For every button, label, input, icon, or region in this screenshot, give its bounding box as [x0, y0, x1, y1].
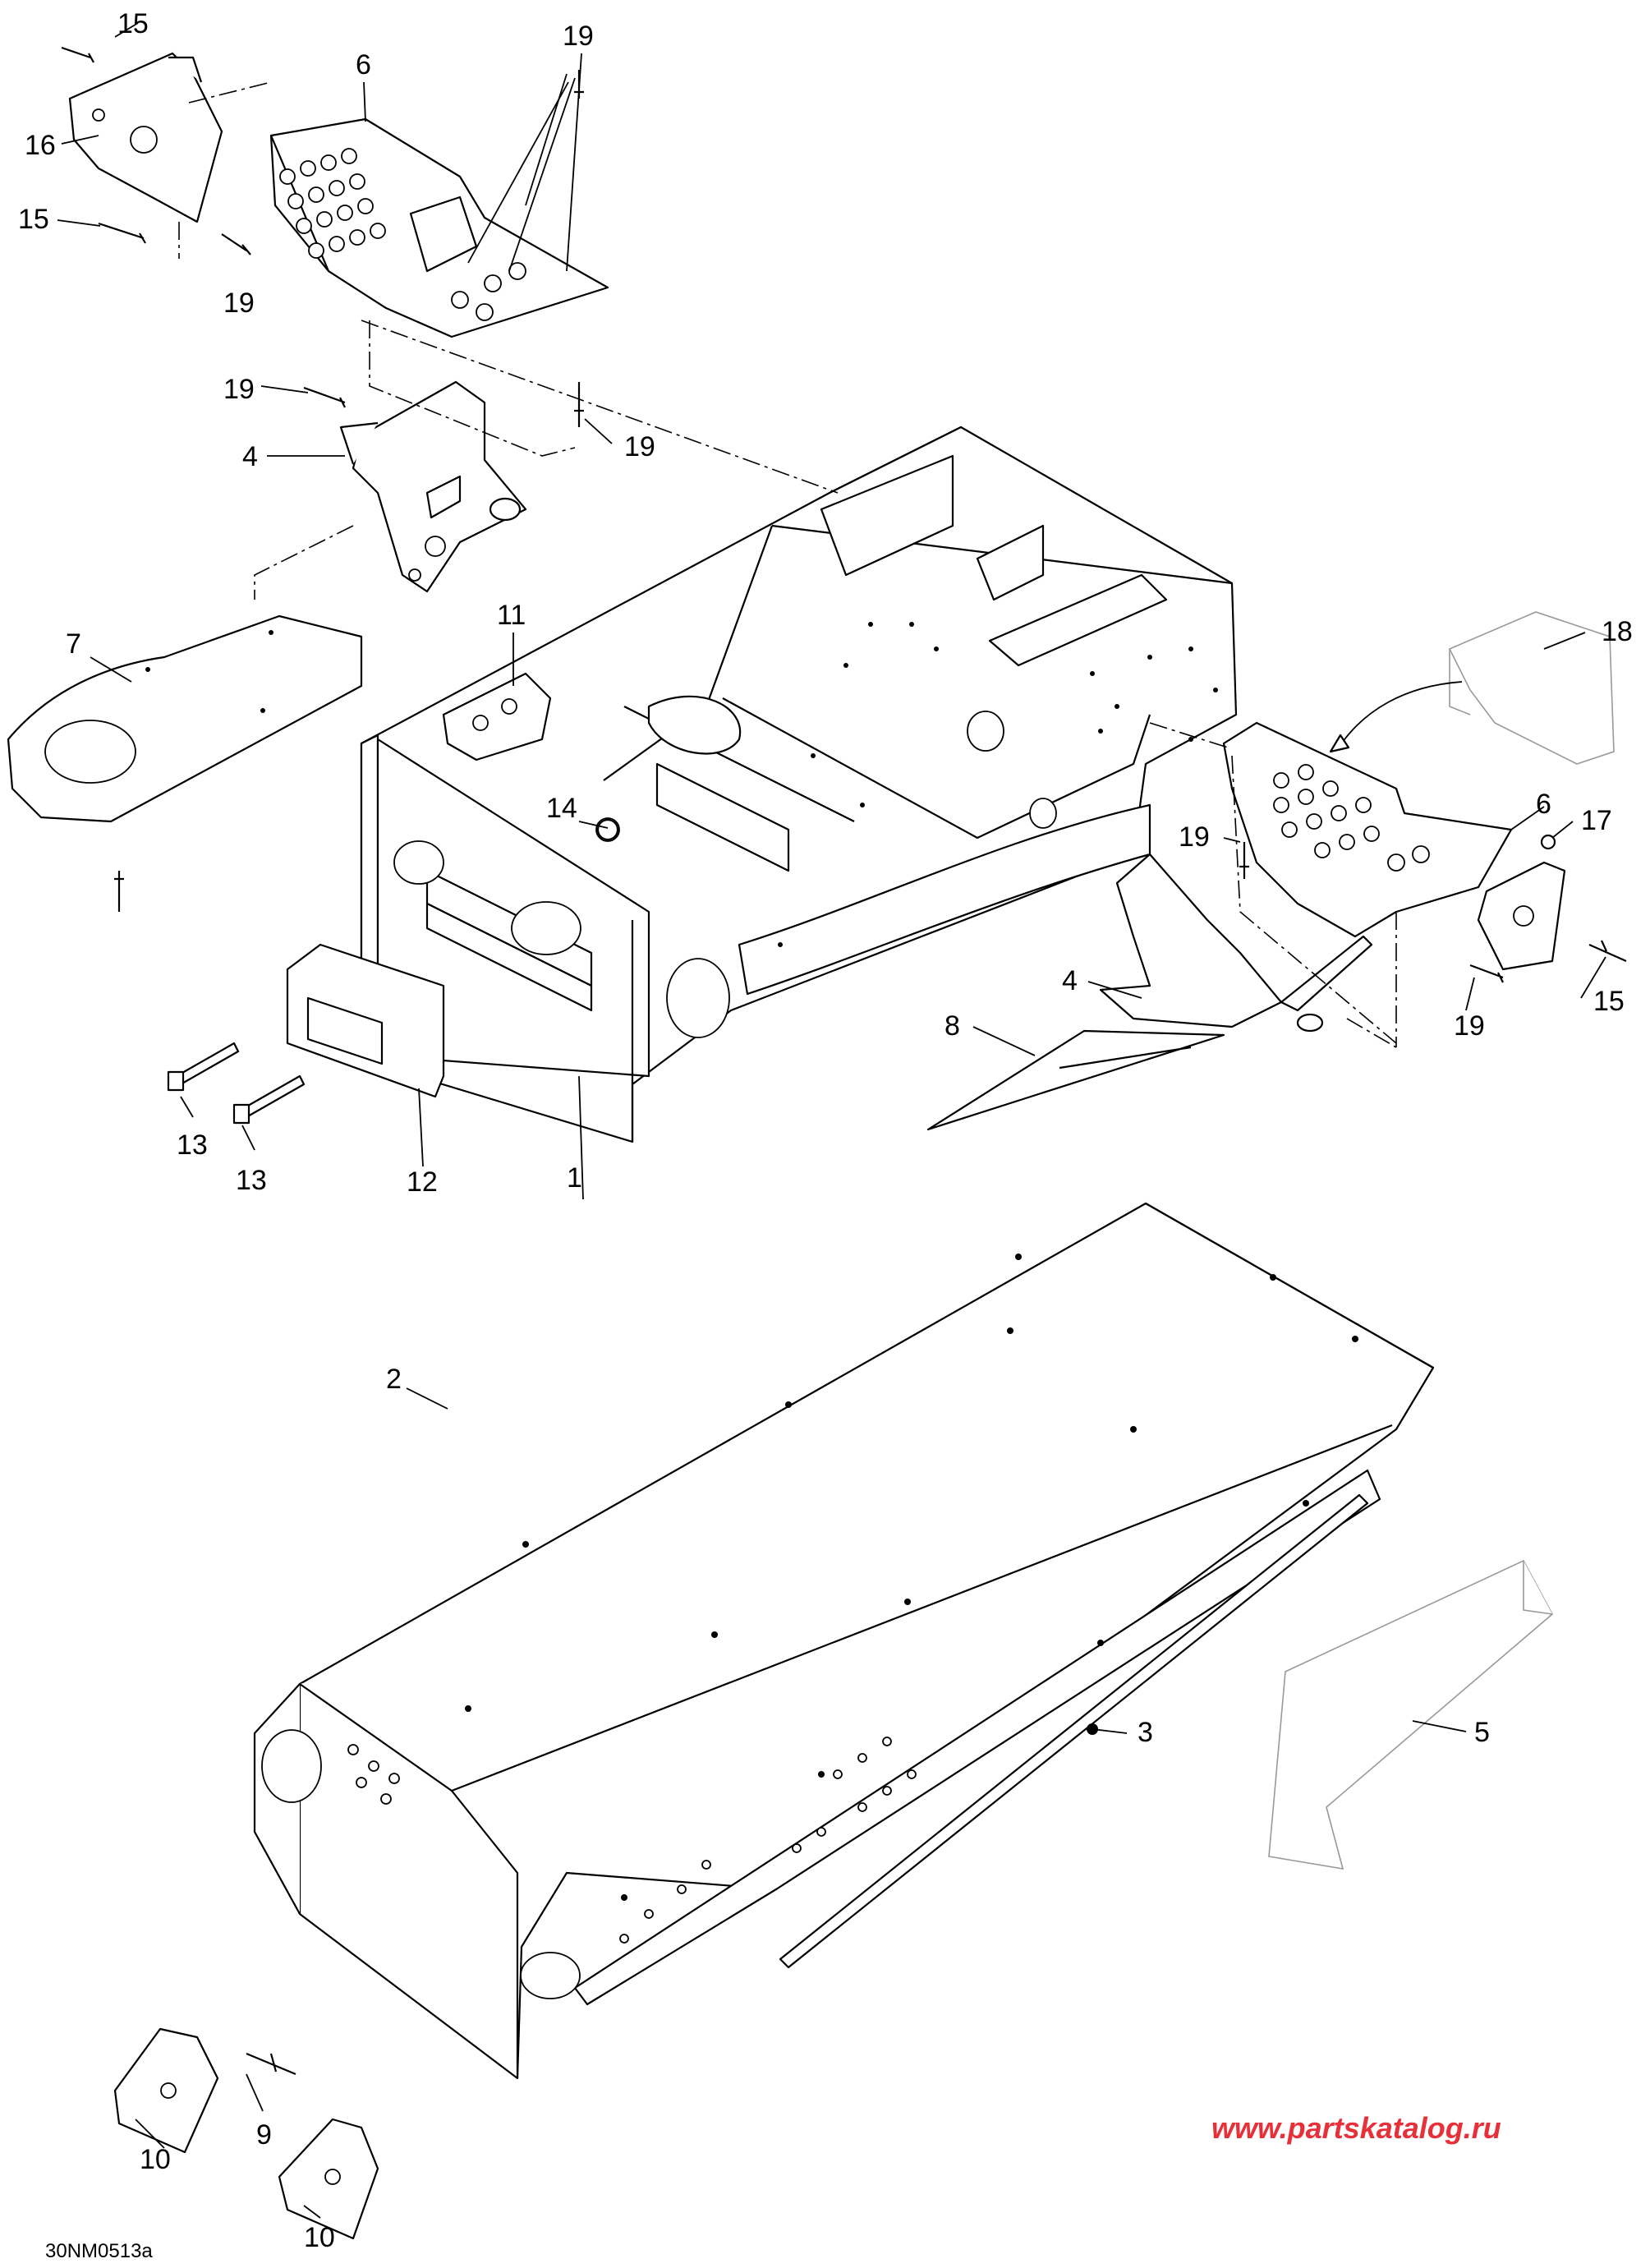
callout-12: 12	[407, 1166, 438, 1198]
part-9-rivet	[246, 2052, 296, 2076]
callout-10: 10	[140, 2144, 171, 2175]
callout-6: 6	[1536, 789, 1551, 820]
callout-19: 19	[1454, 1010, 1485, 1042]
part-14-nut	[596, 818, 619, 841]
part-10-gusset-a	[113, 2027, 219, 2154]
part-6-footrest-right	[1222, 721, 1513, 938]
callout-19: 19	[563, 21, 594, 52]
callout-19: 19	[223, 374, 255, 405]
callout-4: 4	[242, 441, 258, 472]
callout-15: 15	[1593, 986, 1625, 1017]
callout-19: 19	[1179, 821, 1210, 853]
callout-17: 17	[1581, 805, 1612, 836]
callout-18: 18	[1602, 616, 1633, 647]
rivet-15-a	[61, 46, 94, 63]
callout-1: 1	[567, 1162, 582, 1194]
callout-3: 3	[1138, 1717, 1153, 1748]
part-12-plate	[286, 943, 445, 1098]
callout-4: 4	[1062, 965, 1078, 996]
callout-9: 9	[256, 2119, 272, 2151]
rivet-19-d	[574, 382, 584, 427]
part-1-chassis-frame	[360, 426, 1238, 1143]
rivet-19-e	[1239, 842, 1249, 879]
callout-11: 11	[497, 600, 526, 631]
part-6-footrest-left	[269, 117, 609, 338]
rivet-15-b	[98, 222, 146, 244]
callout-15: 15	[18, 204, 49, 235]
callout-14: 14	[546, 793, 577, 824]
part-10-gusset-b	[278, 2118, 379, 2240]
part-16-heel-guard	[68, 52, 223, 223]
callout-6: 6	[356, 49, 371, 81]
callout-13: 13	[236, 1165, 267, 1196]
arrow-18	[1338, 681, 1463, 748]
rivet-19-f	[1469, 964, 1504, 983]
drawing-code: 30NM0513a	[45, 2240, 153, 2262]
rivet-19-b	[221, 233, 251, 255]
watermark: www.partskatalog.ru	[1211, 2111, 1501, 2145]
assembly-lines	[178, 81, 1397, 1048]
callout-16: 16	[25, 130, 56, 161]
rivet-19-c	[303, 386, 346, 408]
callout-15: 15	[117, 8, 149, 39]
part-8-strip	[926, 1029, 1225, 1131]
part-2-tunnel	[253, 1202, 1435, 2080]
part-11-bracket	[442, 672, 552, 761]
rivet-7	[114, 871, 124, 912]
callout-8: 8	[944, 1010, 960, 1042]
callout-13: 13	[177, 1129, 208, 1161]
callout-19: 19	[223, 288, 255, 319]
callout-10: 10	[304, 2222, 335, 2253]
rivet-15-c	[1588, 940, 1627, 963]
part-5-guard	[1268, 1559, 1554, 1870]
callout-19: 19	[624, 431, 655, 462]
part-13-bolt-a	[167, 1042, 240, 1092]
part-18-heel-plate	[1448, 611, 1615, 765]
leader-lines	[57, 22, 1606, 2219]
part-4-bracket-right	[1099, 853, 1373, 1033]
part-13-bolt-b	[232, 1074, 306, 1125]
part-17-clip	[1477, 834, 1566, 971]
arrow-18-head	[1329, 734, 1350, 753]
callout-2: 2	[386, 1364, 402, 1395]
callout-5: 5	[1474, 1717, 1490, 1748]
part-4-bracket-top	[339, 380, 527, 593]
part-7-shield-plate	[7, 614, 363, 823]
callout-7: 7	[66, 628, 81, 660]
